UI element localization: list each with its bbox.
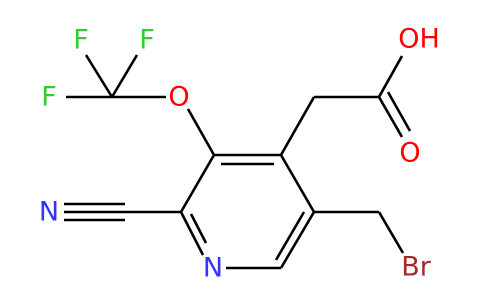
bond-c-o-double-1 (377, 96, 404, 138)
atom-label-f-left: F (41, 82, 57, 113)
bond-c-f-right (110, 54, 139, 98)
bond-o-c3 (186, 108, 216, 156)
bond-c-oh (377, 55, 404, 98)
bond-c4-c5 (279, 154, 316, 213)
bond-c5-c6-inner (274, 211, 306, 261)
bond-n-c2 (179, 211, 205, 256)
atom-label-br: Br (401, 252, 432, 283)
atom-label-n-nitrile: N (39, 197, 59, 228)
bond-c2-c3 (179, 154, 216, 213)
atom-label-oh: OH (398, 24, 440, 55)
bond-c4-ch2 (279, 96, 316, 156)
bond-c5-c6 (279, 211, 316, 269)
bond-n-c2-inner (189, 213, 208, 244)
atom-label-n-ring: N (203, 253, 223, 284)
atom-label-f-top: F (73, 25, 89, 56)
bond-ch2-br (377, 211, 405, 254)
atom-label-o-carbonyl: O (399, 138, 420, 169)
bond-c-f-top (84, 54, 114, 98)
bond-c-o-double-2 (386, 91, 412, 132)
atom-label-f-right: F (139, 25, 155, 56)
atom-label-o-ether: O (168, 82, 189, 113)
